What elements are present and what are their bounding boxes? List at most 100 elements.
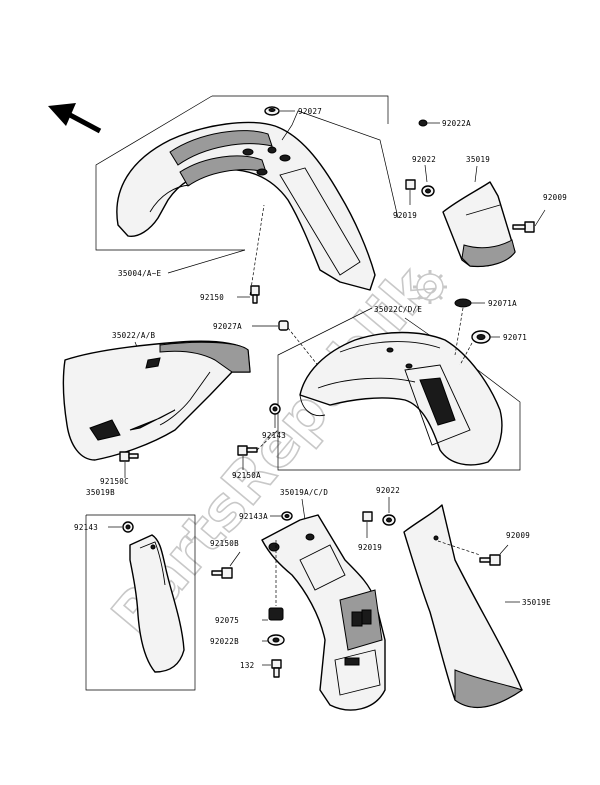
- rear-fender-edge: [339, 341, 441, 353]
- slot: [344, 657, 360, 666]
- leader-line: [454, 307, 464, 356]
- license-plate-area: [334, 649, 381, 696]
- leader-line: [167, 249, 246, 274]
- hole: [150, 544, 156, 550]
- bracket-line: [212, 95, 389, 124]
- front-fender: [116, 121, 376, 291]
- grommet-92071a: [454, 298, 485, 308]
- leader-line: [281, 110, 399, 219]
- rear-fender-slot: [419, 377, 456, 426]
- hole: [433, 535, 439, 541]
- collar-92143b: [122, 521, 134, 533]
- slot: [361, 609, 372, 625]
- front-direction-arrow-icon: [48, 103, 102, 134]
- bolt-92150: [237, 285, 260, 304]
- front-fender-group: [95, 95, 399, 296]
- slot: [351, 611, 363, 627]
- label-92027: 92027: [298, 107, 322, 116]
- label-92143a: 92143A: [239, 512, 268, 521]
- nut-92019-lower: [362, 511, 373, 538]
- rear-flap-reflector: [454, 669, 524, 708]
- label-92009b: 92009: [506, 531, 530, 540]
- label-92150a: 92150A: [232, 471, 261, 480]
- label-132: 132: [240, 661, 254, 670]
- label-92009: 92009: [543, 193, 567, 202]
- leader-line: [474, 165, 478, 183]
- rear-flap-edge: [465, 204, 501, 216]
- bracket-line: [95, 95, 245, 251]
- label-35004: 35004/A~E: [118, 269, 162, 278]
- inner-fender-35019b: [129, 534, 185, 673]
- rear-flap-reflector: [461, 239, 516, 267]
- rear-fender-edge: [299, 394, 326, 417]
- collar-92027a: [278, 320, 289, 331]
- bolt-92009: [512, 209, 546, 233]
- hole: [405, 363, 413, 369]
- hole: [256, 168, 268, 176]
- bolt-92009b: [479, 544, 509, 566]
- leader-line: [301, 498, 306, 521]
- label-35019acd: 35019A/C/D: [280, 488, 328, 497]
- washer-92022b: [262, 634, 285, 646]
- front-fender-rib: [169, 130, 273, 166]
- inner-fender-edge: [139, 541, 166, 586]
- side-cover-slot: [145, 357, 161, 369]
- label-92022bb: 92022B: [210, 637, 239, 646]
- screw-132: [262, 659, 282, 678]
- label-92022a: 92022A: [442, 119, 471, 128]
- bolt-92150c: [119, 451, 139, 478]
- label-35022cde: 35022C/D/E: [374, 305, 422, 314]
- nut-92019: [405, 179, 416, 205]
- leader-line: [249, 204, 265, 296]
- watermark-gear-icon: [413, 270, 447, 304]
- rear-fender-35022: [299, 331, 503, 466]
- collar-92143: [269, 403, 281, 428]
- label-92019b: 92019: [358, 543, 382, 552]
- label-35022ab: 35022/A/B: [112, 331, 156, 340]
- bolt-92150b: [211, 551, 241, 579]
- collar-92143a: [281, 511, 293, 521]
- front-fender-edge: [149, 184, 191, 213]
- label-92071a: 92071A: [488, 299, 517, 308]
- hole: [242, 148, 254, 156]
- label-35019e: 35019E: [522, 598, 551, 607]
- side-cover-emblem: [89, 419, 121, 441]
- rear-fender-edge: [317, 377, 416, 389]
- bolt-92150a: [237, 429, 279, 470]
- inner-fender-bracket: [85, 514, 196, 691]
- front-fender-number-plate: [279, 167, 361, 276]
- label-35019: 35019: [466, 155, 490, 164]
- leader-line: [437, 540, 481, 556]
- hole: [279, 154, 291, 162]
- grommet-92027: [264, 106, 295, 116]
- leader-line: [424, 164, 428, 183]
- label-92071: 92071: [503, 333, 527, 342]
- frame-edge: [299, 544, 346, 591]
- hole: [386, 347, 394, 353]
- washer-92022a: [418, 119, 440, 127]
- label-92022b: 92022: [376, 486, 400, 495]
- side-cover-edge: [159, 371, 211, 426]
- label-92075: 92075: [215, 616, 239, 625]
- hole: [268, 542, 280, 552]
- label-92019: 92019: [393, 211, 417, 220]
- leader-line: [459, 342, 473, 366]
- hole: [267, 146, 277, 154]
- label-92150b: 92150B: [210, 539, 239, 548]
- label-92150c: 92150C: [100, 477, 129, 486]
- side-cover-stripe: [129, 409, 176, 431]
- side-cover-tab: [159, 341, 251, 373]
- washer-92022-lower: [382, 514, 396, 526]
- grommet-92075: [262, 607, 284, 621]
- label-92143: 92143: [262, 431, 286, 440]
- rear-fender-plate-area: [404, 364, 471, 446]
- washer-92022: [421, 185, 435, 197]
- grommet-92071: [471, 330, 500, 344]
- leader-line: [287, 327, 329, 379]
- label-92022: 92022: [412, 155, 436, 164]
- label-92150: 92150: [200, 293, 224, 302]
- label-92143b: 92143: [74, 523, 98, 532]
- hole: [305, 533, 315, 541]
- label-92027a: 92027A: [213, 322, 242, 331]
